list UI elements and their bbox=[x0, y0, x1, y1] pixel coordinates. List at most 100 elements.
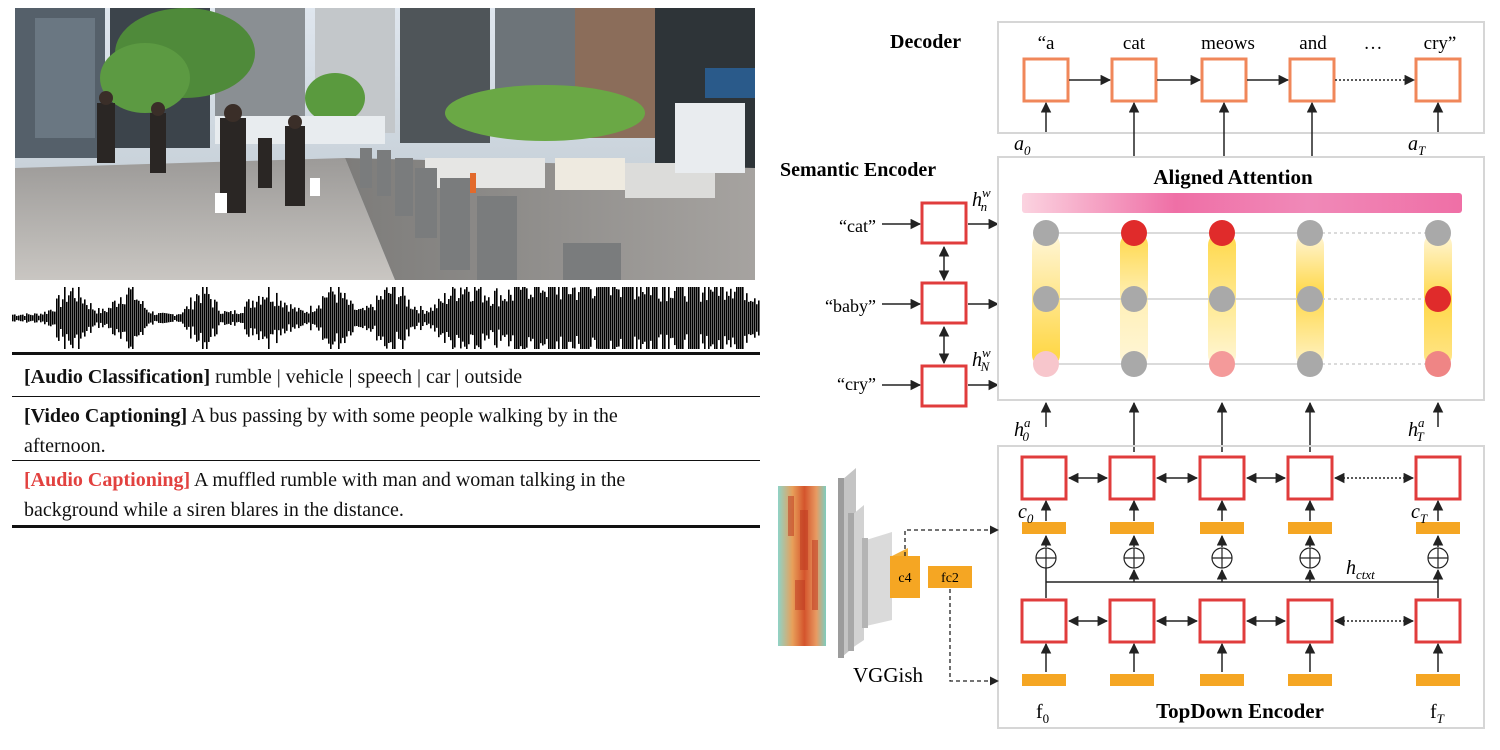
waveform-sample bbox=[592, 298, 594, 338]
video-captioning-tag: [Video Captioning] bbox=[24, 405, 188, 427]
waveform-sample bbox=[146, 309, 148, 327]
semantic-cell-2 bbox=[920, 364, 968, 408]
waveform-sample bbox=[170, 314, 172, 322]
waveform-sample bbox=[398, 297, 400, 339]
waveform-sample bbox=[246, 301, 248, 335]
waveform-sample bbox=[326, 297, 328, 339]
waveform-sample bbox=[288, 311, 290, 325]
audio-captioning-tag: [Audio Captioning] bbox=[24, 469, 191, 491]
waveform-sample bbox=[52, 311, 54, 325]
waveform-sample bbox=[520, 289, 522, 347]
waveform-sample bbox=[78, 287, 80, 349]
waveform-sample bbox=[116, 306, 118, 330]
waveform-sample bbox=[328, 292, 330, 344]
topdown-upper-cell-3 bbox=[1286, 455, 1334, 501]
decoder-word-0: “a bbox=[1038, 33, 1055, 54]
attention-dot bbox=[1121, 286, 1147, 312]
waveform-sample bbox=[230, 311, 232, 325]
waveform-sample bbox=[740, 287, 742, 349]
waveform-sample bbox=[500, 295, 502, 341]
waveform-sample bbox=[80, 297, 82, 339]
waveform-sample bbox=[120, 297, 122, 339]
waveform-sample bbox=[386, 287, 388, 349]
waveform-sample bbox=[56, 298, 58, 338]
context-feature-1 bbox=[1110, 522, 1154, 534]
waveform-sample bbox=[42, 314, 44, 322]
waveform-sample bbox=[632, 287, 634, 349]
waveform-sample bbox=[266, 297, 268, 339]
waveform-sample bbox=[610, 295, 612, 341]
waveform-sample bbox=[318, 305, 320, 331]
attention-dot bbox=[1297, 351, 1323, 377]
decoder-input-aT: aT bbox=[1408, 133, 1426, 158]
waveform-sample bbox=[348, 304, 350, 332]
waveform-sample bbox=[82, 303, 84, 333]
waveform-sample bbox=[28, 314, 30, 322]
waveform-sample bbox=[218, 310, 220, 326]
waveform-sample bbox=[556, 294, 558, 342]
semantic-cell-1 bbox=[920, 281, 968, 325]
waveform-sample bbox=[314, 311, 316, 325]
waveform-sample bbox=[544, 291, 546, 345]
waveform-sample bbox=[322, 296, 324, 340]
waveform-sample bbox=[734, 291, 736, 345]
waveform-sample bbox=[166, 313, 168, 323]
waveform-sample bbox=[278, 305, 280, 331]
waveform-sample bbox=[332, 291, 334, 345]
waveform-sample bbox=[682, 287, 684, 349]
waveform-sample bbox=[174, 316, 176, 320]
waveform-sample bbox=[690, 287, 692, 349]
decoder-word-1: cat bbox=[1123, 33, 1146, 54]
attention-dot bbox=[1209, 351, 1235, 377]
waveform-sample bbox=[234, 310, 236, 326]
waveform-sample bbox=[400, 296, 402, 340]
waveform-sample bbox=[228, 312, 230, 324]
waveform-sample bbox=[512, 300, 514, 336]
waveform-sample bbox=[596, 287, 598, 349]
waveform-sample bbox=[742, 287, 744, 349]
waveform-sample bbox=[668, 287, 670, 349]
waveform-sample bbox=[430, 307, 432, 329]
waveform-sample bbox=[204, 293, 206, 343]
waveform-sample bbox=[300, 309, 302, 327]
waveform-sample bbox=[510, 294, 512, 342]
topdown-lower-cell-2 bbox=[1198, 598, 1246, 644]
attention-dot bbox=[1033, 351, 1059, 377]
waveform-sample bbox=[270, 301, 272, 335]
waveform-sample bbox=[540, 292, 542, 344]
vggish-c4-block bbox=[890, 556, 920, 598]
waveform-sample bbox=[716, 287, 718, 349]
waveform-sample bbox=[730, 288, 732, 348]
waveform-sample bbox=[380, 296, 382, 340]
attention-dot bbox=[1425, 286, 1451, 312]
waveform-sample bbox=[428, 312, 430, 324]
waveform-sample bbox=[702, 292, 704, 344]
waveform-sample bbox=[584, 287, 586, 349]
waveform-sample bbox=[62, 299, 64, 337]
waveform-sample bbox=[122, 304, 124, 332]
decoder-word-2: meows bbox=[1201, 33, 1255, 54]
waveform-sample bbox=[452, 287, 454, 349]
waveform-sample bbox=[410, 308, 412, 328]
waveform-sample bbox=[684, 296, 686, 340]
waveform-sample bbox=[358, 309, 360, 327]
waveform-sample bbox=[488, 297, 490, 339]
waveform-sample bbox=[758, 300, 760, 336]
waveform-sample bbox=[388, 292, 390, 344]
waveform-sample bbox=[180, 314, 182, 322]
waveform-sample bbox=[552, 287, 554, 349]
waveform-sample bbox=[16, 315, 18, 321]
waveform-sample bbox=[736, 287, 738, 349]
waveform-sample bbox=[424, 313, 426, 323]
waveform-sample bbox=[694, 287, 696, 349]
waveform-sample bbox=[304, 312, 306, 324]
waveform-sample bbox=[754, 298, 756, 338]
waveform-sample bbox=[646, 287, 648, 349]
waveform-sample bbox=[604, 287, 606, 349]
semantic-word-cat: “cat” bbox=[839, 216, 876, 236]
waveform-sample bbox=[644, 294, 646, 342]
waveform-sample bbox=[12, 314, 14, 322]
